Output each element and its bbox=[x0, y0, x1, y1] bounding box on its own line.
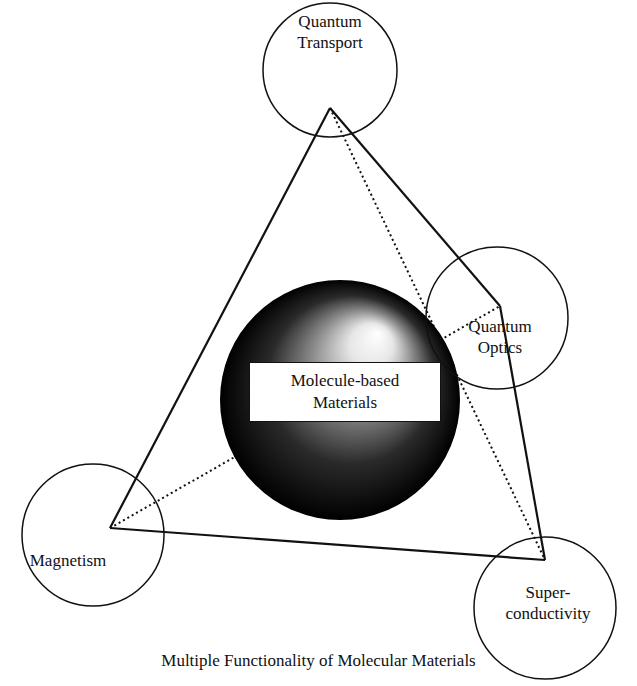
tetrahedron-edge bbox=[330, 108, 500, 306]
node-label: Quantum Transport bbox=[280, 11, 380, 53]
function-circle: Quantum Optics bbox=[425, 246, 569, 390]
node-label: Molecule-based Materials bbox=[260, 370, 430, 414]
circle-outline bbox=[21, 463, 165, 607]
node-label: Quantum Optics bbox=[450, 316, 550, 358]
node-label: Super- conductivity bbox=[498, 582, 598, 624]
label-box: Molecule-based Materials bbox=[249, 362, 441, 422]
caption: Multiple Functionality of Molecular Mate… bbox=[0, 650, 637, 672]
sphere bbox=[220, 280, 460, 520]
function-circle: Quantum Transport bbox=[262, 2, 398, 138]
function-circle: Super- conductivity bbox=[473, 536, 617, 680]
function-circle: Magnetism bbox=[21, 463, 165, 607]
node-label: Magnetism bbox=[8, 550, 128, 571]
tetrahedron-edge bbox=[110, 528, 545, 560]
